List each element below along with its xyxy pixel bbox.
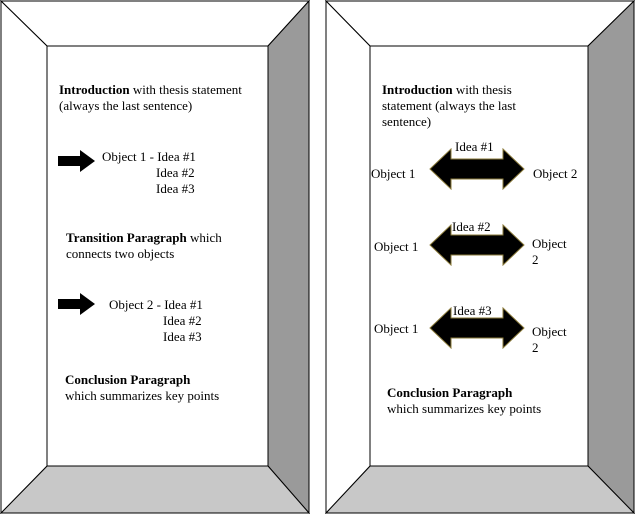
right-row1-right: Object 2 — [533, 166, 578, 181]
right-row3-idea: Idea #3 — [453, 303, 492, 318]
right-conclusion-line2: which summarizes key points — [387, 401, 542, 416]
left-obj1-line3: Idea #3 — [156, 181, 195, 196]
left-obj1-line1: Object 1 - Idea #1 — [102, 149, 196, 164]
right-row2-idea: Idea #2 — [452, 219, 491, 234]
left-obj1-line2: Idea #2 — [156, 165, 195, 180]
left-intro-line1: Introduction with thesis statement — [59, 82, 242, 97]
right-row3-right-line1: Object — [532, 324, 567, 339]
right-row2-right-line2: 2 — [532, 252, 539, 267]
left-obj2-line1: Object 2 - Idea #1 — [109, 297, 203, 312]
left-transition-line1: Transition Paragraph which — [66, 230, 222, 245]
right-row3-left: Object 1 — [374, 321, 419, 336]
right-bevel-frame — [325, 0, 635, 514]
left-arrow-1 — [58, 150, 95, 172]
left-diagram: Introduction with thesis statement (alwa… — [0, 0, 310, 514]
right-row2-right-line1: Object — [532, 236, 567, 251]
right-row1-idea: Idea #1 — [455, 139, 494, 154]
right-diagram: Introduction with thesis statement (alwa… — [325, 0, 635, 514]
left-bevel-frame — [0, 0, 310, 514]
right-intro-line2: statement (always the last — [382, 98, 516, 113]
right-intro-line1: Introduction with thesis — [382, 82, 512, 97]
right-row3-double-arrow — [429, 307, 525, 349]
left-obj2-line2: Idea #2 — [163, 313, 202, 328]
left-conclusion-line1: Conclusion Paragraph — [65, 372, 191, 387]
right-row1-double-arrow — [429, 148, 525, 190]
left-intro-line2: (always the last sentence) — [59, 98, 193, 113]
left-obj2-line3: Idea #3 — [163, 329, 202, 344]
left-conclusion-line2: which summarizes key points — [65, 388, 220, 403]
right-row3-right-line2: 2 — [532, 340, 539, 355]
right-row2-left: Object 1 — [374, 239, 419, 254]
left-transition-line2: connects two objects — [66, 246, 175, 261]
right-row2-double-arrow — [429, 224, 525, 266]
right-row1-left: Object 1 — [371, 166, 416, 181]
right-intro-line3: sentence) — [382, 114, 432, 129]
left-arrow-2 — [58, 293, 95, 315]
right-conclusion-line1: Conclusion Paragraph — [387, 385, 513, 400]
